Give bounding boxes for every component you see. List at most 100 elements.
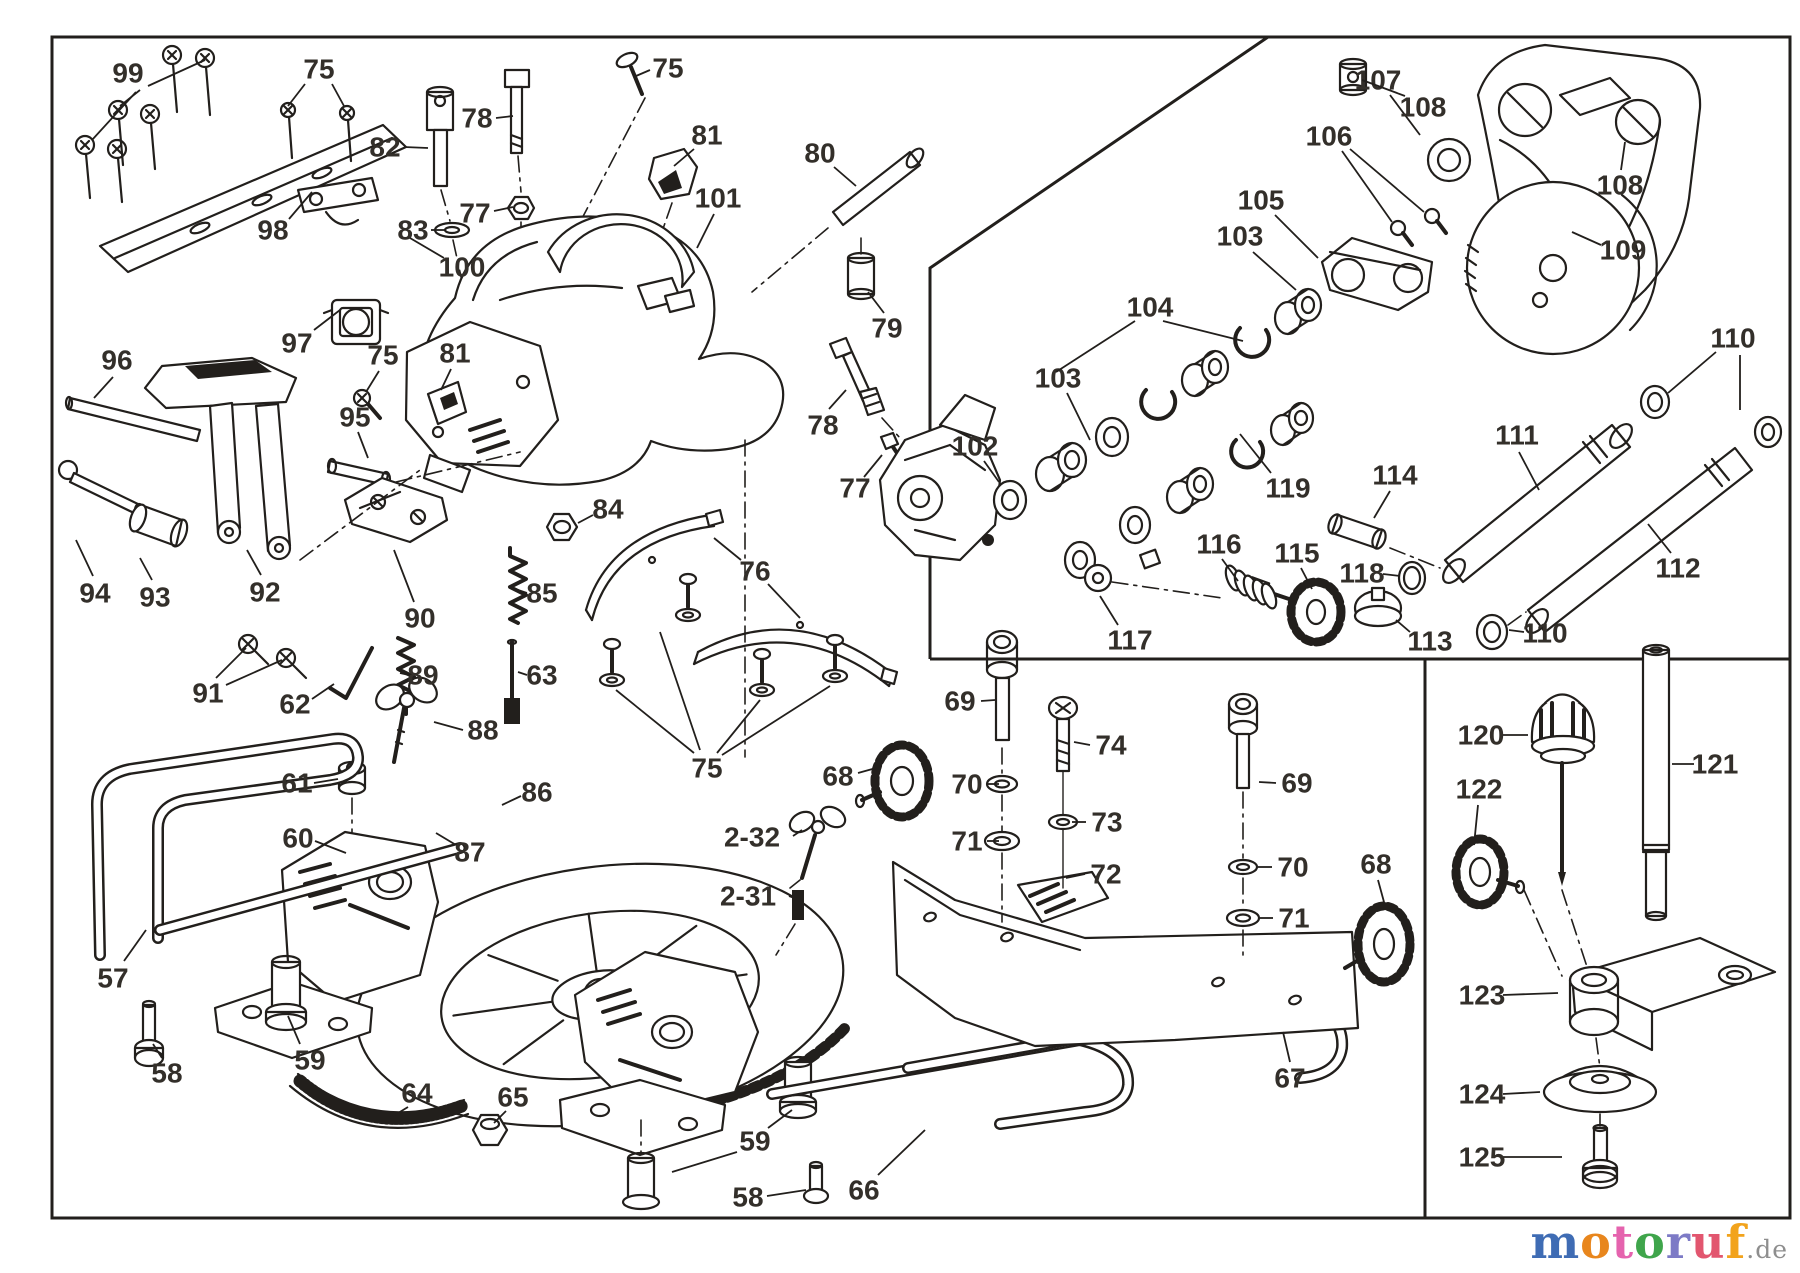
leader-line-110 [1667, 351, 1717, 394]
bevel-arm-109 [1463, 43, 1702, 356]
oring-118 [1397, 560, 1427, 596]
bushing-59a [264, 954, 308, 1032]
knob-68b [1343, 901, 1415, 987]
cap-110b [1475, 613, 1509, 651]
part-label-67: 67 [1274, 1063, 1305, 1094]
leader-line-108 [1620, 141, 1626, 171]
part-label-110: 110 [1522, 618, 1567, 649]
screws-99 [74, 44, 216, 204]
nut-65 [471, 1113, 509, 1147]
part-label-59: 59 [739, 1126, 770, 1157]
part-label-104: 104 [1127, 292, 1174, 323]
leader-line-82 [403, 146, 429, 149]
part-label-114: 114 [1372, 460, 1418, 491]
gear-knob-122 [1451, 834, 1526, 910]
leader-line-107 [1389, 94, 1421, 136]
part-label-96: 96 [101, 345, 132, 376]
leader-line-75 [635, 69, 651, 77]
part-label-80: 80 [804, 138, 835, 169]
leader-line-77 [863, 454, 883, 478]
part-label-63: 63 [526, 660, 557, 691]
part-label-78: 78 [807, 410, 838, 441]
nut-84 [545, 512, 579, 542]
leader-line-75 [331, 83, 345, 107]
bolt-78a [503, 68, 531, 155]
leader-line-79 [867, 291, 885, 314]
part-label-108: 108 [1400, 92, 1447, 123]
leader-line-87 [435, 832, 457, 846]
part-label-75: 75 [303, 54, 334, 85]
leader-line-78 [495, 115, 514, 119]
leader-line-106 [1349, 148, 1425, 213]
screw-74 [1047, 695, 1079, 773]
leader-line-81 [673, 148, 695, 167]
leader-line-103 [1252, 251, 1297, 291]
leader-line-88 [433, 721, 464, 731]
leader-line-113 [1395, 619, 1411, 633]
part-label-58: 58 [151, 1058, 182, 1089]
leader-line-62 [311, 683, 335, 700]
part-label-75: 75 [367, 340, 398, 371]
bolt-69a [985, 629, 1019, 742]
hex-key-62 [328, 646, 374, 700]
part-label-81: 81 [439, 338, 470, 369]
part-label-115: 115 [1274, 538, 1319, 569]
leader-line-91 [225, 659, 283, 686]
part-label-61: 61 [281, 768, 312, 799]
leader-line-100 [409, 237, 445, 259]
watermark-letter: o [1580, 1215, 1612, 1269]
leader-line-2-31 [788, 895, 798, 900]
watermark-letter: r [1665, 1215, 1691, 1269]
part-label-111: 111 [1495, 420, 1539, 451]
leader-line-69 [980, 699, 996, 702]
saw-housing-101 [404, 213, 785, 494]
rod-80 [831, 147, 925, 227]
part-label-83: 83 [397, 215, 428, 246]
part-label-79: 79 [871, 313, 902, 344]
knob-120 [1530, 693, 1596, 886]
leader-line-104 [1162, 320, 1244, 342]
pin-63 [504, 638, 520, 724]
part-label-86: 86 [521, 777, 552, 808]
screws-75-top [279, 101, 356, 163]
leader-line-75 [287, 83, 306, 107]
screw-75c [352, 388, 382, 420]
part-label-85: 85 [526, 578, 557, 609]
rod-96 [64, 395, 202, 443]
leader-line-96 [93, 376, 114, 399]
part-label-103: 103 [1217, 221, 1264, 252]
clamp-81b [426, 380, 468, 426]
part-label-112: 112 [1655, 553, 1700, 584]
part-label-113: 113 [1407, 626, 1452, 657]
leader-line-99 [91, 91, 137, 141]
leader-line-99 [147, 59, 206, 87]
part-label-75: 75 [691, 753, 722, 784]
part-label-98: 98 [257, 215, 288, 246]
leader-line-109 [1571, 231, 1602, 246]
part-label-102: 102 [952, 431, 999, 462]
part-label-71: 71 [1278, 903, 1309, 934]
part-label-81: 81 [691, 120, 722, 151]
leader-line-76 [713, 537, 742, 561]
watermark-suffix: .de [1746, 1235, 1788, 1264]
watermark-letter: t [1611, 1215, 1635, 1269]
part-label-76: 76 [739, 556, 770, 587]
leader-line-104 [1055, 320, 1136, 373]
washer-70b [1227, 858, 1259, 876]
washer-117 [1083, 563, 1113, 593]
part-label-108: 108 [1597, 170, 1644, 201]
leader-line-122 [1473, 804, 1479, 846]
part-label-74: 74 [1095, 730, 1127, 761]
part-label-58: 58 [732, 1182, 763, 1213]
clamp-arm-123 [1568, 936, 1777, 1052]
part-label-107: 107 [1355, 65, 1402, 96]
housing-right [558, 950, 760, 1157]
pointer-plate-72 [1016, 870, 1110, 924]
leader-line-75 [716, 699, 761, 754]
part-label-78: 78 [461, 103, 492, 134]
part-label-119: 119 [1265, 473, 1310, 504]
washer-124 [1542, 1064, 1658, 1114]
part-label-109: 109 [1600, 235, 1647, 266]
part-label-60: 60 [282, 823, 313, 854]
part-label-125: 125 [1459, 1142, 1506, 1173]
